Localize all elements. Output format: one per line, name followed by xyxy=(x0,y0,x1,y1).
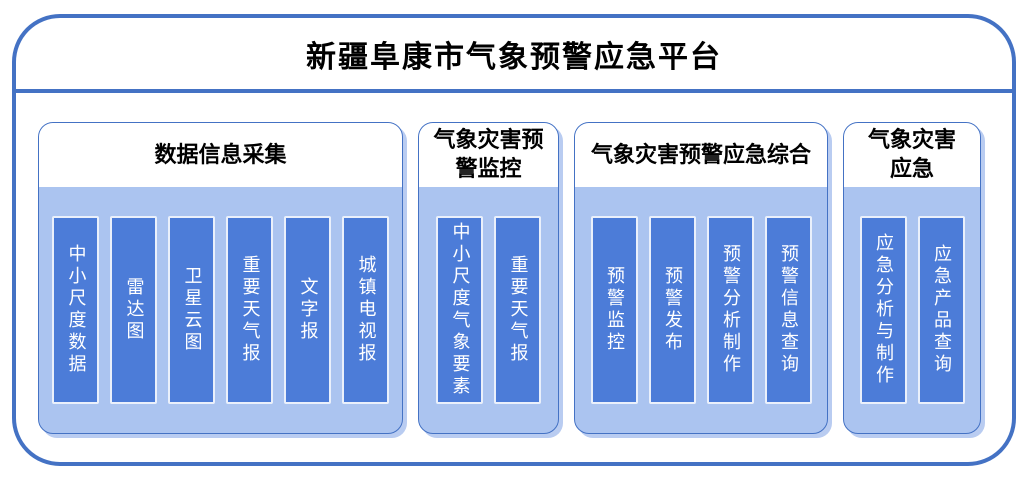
item-important-weather-report: 重要天气报 xyxy=(226,216,273,404)
item-label: 预警信息查询 xyxy=(778,244,799,376)
group-body: 预警监控 预警发布 预警分析制作 预警信息查询 xyxy=(575,187,827,433)
item-label: 雷达图 xyxy=(123,277,145,343)
group-body: 中小尺度气象要素 重要天气报 xyxy=(419,187,558,433)
item-label: 城镇电视报 xyxy=(355,255,377,365)
item-label: 中小尺度数据 xyxy=(65,244,87,376)
group-header: 气象灾害预警应急综合 xyxy=(575,123,827,187)
group-body: 中小尺度数据 雷达图 卫星云图 重要天气报 文字报 城镇电视报 xyxy=(39,187,402,433)
title-band: 新疆阜康市气象预警应急平台 xyxy=(16,18,1012,93)
item-label: 应急产品查询 xyxy=(931,244,952,376)
item-label: 应急分析与制作 xyxy=(873,233,894,387)
item-label: 文字报 xyxy=(297,277,319,343)
item-label: 预警发布 xyxy=(662,266,683,354)
group-header: 气象灾害预 警监控 xyxy=(419,123,558,187)
item-text-report: 文字报 xyxy=(284,216,331,404)
item-label: 预警分析制作 xyxy=(720,244,741,376)
item-mesoscale-data: 中小尺度数据 xyxy=(52,216,99,404)
item-satellite-cloud: 卫星云图 xyxy=(168,216,215,404)
item-warning-analysis-production: 预警分析制作 xyxy=(706,216,754,404)
item-emergency-analysis-production: 应急分析与制作 xyxy=(859,216,907,404)
item-label: 卫星云图 xyxy=(181,266,203,354)
group-body: 应急分析与制作 应急产品查询 xyxy=(844,187,980,433)
item-important-weather-report: 重要天气报 xyxy=(494,216,541,404)
group-data-collection: 数据信息采集 中小尺度数据 雷达图 卫星云图 重要天气报 文字报 城镇电视报 xyxy=(38,122,403,434)
item-warning-release: 预警发布 xyxy=(648,216,696,404)
group-disaster-emergency: 气象灾害 应急 应急分析与制作 应急产品查询 xyxy=(843,122,981,434)
item-mesoscale-elements: 中小尺度气象要素 xyxy=(436,216,483,404)
group-header: 气象灾害 应急 xyxy=(844,123,980,187)
platform-title: 新疆阜康市气象预警应急平台 xyxy=(306,39,722,75)
item-emergency-product-query: 应急产品查询 xyxy=(917,216,965,404)
item-label: 重要天气报 xyxy=(507,255,529,365)
group-header: 数据信息采集 xyxy=(39,123,402,187)
item-label: 预警监控 xyxy=(604,266,625,354)
item-warning-info-query: 预警信息查询 xyxy=(764,216,812,404)
group-warning-monitoring: 气象灾害预 警监控 中小尺度气象要素 重要天气报 xyxy=(418,122,559,434)
item-label: 中小尺度气象要素 xyxy=(449,222,471,398)
item-town-tv-report: 城镇电视报 xyxy=(342,216,389,404)
item-label: 重要天气报 xyxy=(239,255,261,365)
item-warning-monitoring: 预警监控 xyxy=(590,216,638,404)
item-radar-chart: 雷达图 xyxy=(110,216,157,404)
group-warning-emergency-comprehensive: 气象灾害预警应急综合 预警监控 预警发布 预警分析制作 预警信息查询 xyxy=(574,122,828,434)
platform-frame: 新疆阜康市气象预警应急平台 数据信息采集 中小尺度数据 雷达图 卫星云图 重要天… xyxy=(12,14,1016,466)
groups-row: 数据信息采集 中小尺度数据 雷达图 卫星云图 重要天气报 文字报 城镇电视报 气… xyxy=(38,122,1012,434)
